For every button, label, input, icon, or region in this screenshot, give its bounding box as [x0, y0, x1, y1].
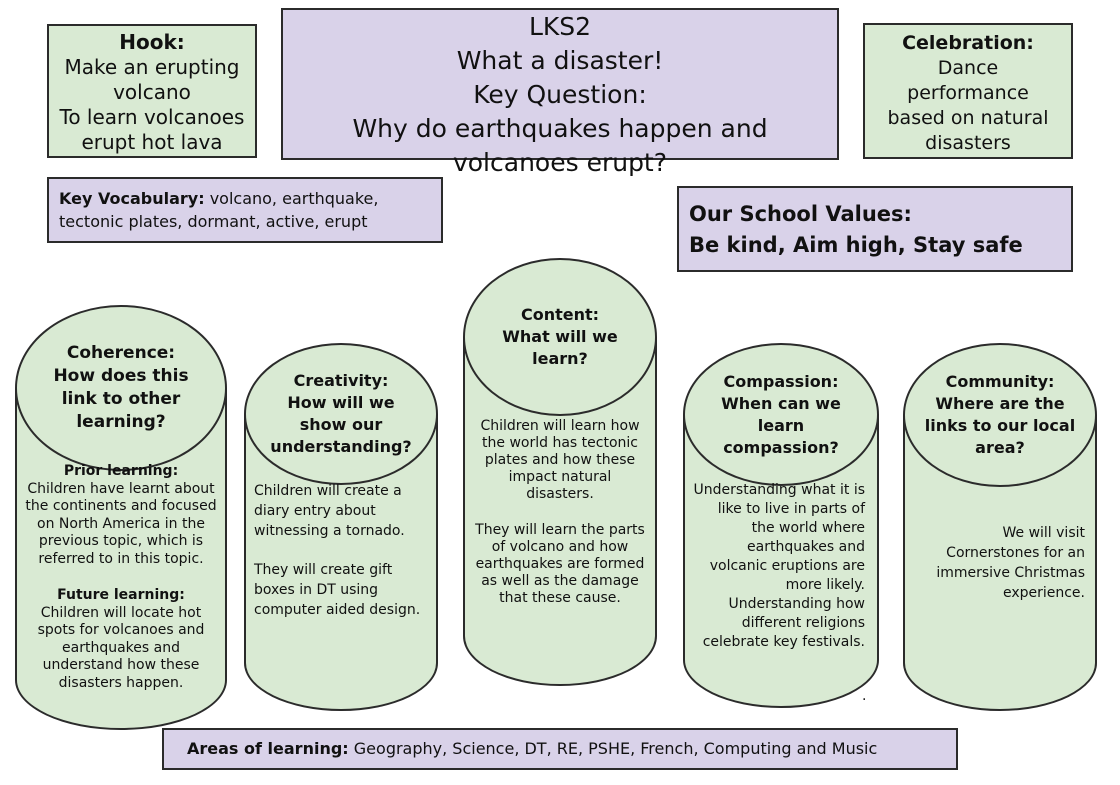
creativity-heading: Creativity: How will we show our underst…	[244, 343, 438, 485]
celebration-line: Dance	[937, 57, 999, 79]
heading-line: compassion?	[723, 437, 839, 457]
compassion-cylinder: Compassion: When can we learn compassion…	[683, 343, 879, 708]
creativity-para: Children will create a diary entry about…	[254, 483, 405, 539]
compassion-text: Understanding what it is like to live in…	[691, 481, 865, 652]
hook-line: erupt hot lava	[81, 130, 223, 154]
hook-label: Hook:	[119, 30, 185, 54]
heading-line: Compassion:	[723, 371, 839, 391]
heading-line: Creativity:	[293, 371, 389, 390]
hook-line: To learn volcanoes	[59, 105, 245, 129]
hook-line: volcano	[113, 80, 191, 104]
areas-label: Areas of learning:	[187, 739, 349, 758]
creativity-para: They will create gift boxes in DT using …	[254, 562, 421, 618]
heading-line: Where are the	[935, 394, 1065, 413]
title-box: LKS2 What a disaster! Key Question: Why …	[281, 8, 839, 177]
content-cylinder: Content: What will we learn? Children wi…	[463, 258, 657, 686]
heading-line: Coherence:	[66, 343, 176, 363]
heading-line: link to other	[61, 389, 181, 409]
prior-learning-label: Prior learning:	[63, 463, 179, 479]
school-values-label: Our School Values:	[689, 202, 912, 226]
content-heading: Content: What will we learn?	[463, 258, 657, 416]
key-question-line: Why do earthquakes happen and	[352, 114, 768, 143]
future-learning-label: Future learning:	[57, 587, 185, 603]
hook-box: Hook: Make an erupting volcano To learn …	[47, 24, 257, 158]
year-group: LKS2	[528, 12, 592, 41]
vocabulary-box: Key Vocabulary: volcano, earthquake, tec…	[47, 177, 443, 243]
heading-line: show our	[299, 415, 383, 434]
topic-title: What a disaster!	[456, 46, 664, 75]
compassion-para: Understanding how different religions ce…	[702, 596, 865, 650]
coherence-heading: Coherence: How does this link to other l…	[15, 305, 227, 471]
celebration-line: performance	[907, 82, 1029, 104]
coherence-cylinder: Coherence: How does this link to other l…	[15, 305, 227, 730]
key-question-label: Key Question:	[473, 80, 647, 109]
celebration-line: based on natural	[887, 107, 1049, 129]
heading-line: links to our local	[924, 416, 1076, 435]
community-para: We will visit Cornerstones for an immers…	[936, 525, 1085, 601]
creativity-text: Children will create a diary entry about…	[254, 481, 428, 620]
areas-of-learning-box: Areas of learning: Geography, Science, D…	[162, 728, 958, 770]
vocabulary-text: volcano, earthquake, tectonic plates, do…	[59, 189, 379, 231]
compassion-para: Understanding what it is like to live in…	[693, 482, 865, 593]
compassion-heading: Compassion: When can we learn compassion…	[683, 343, 879, 486]
celebration-box: Celebration: Dance performance based on …	[863, 23, 1073, 159]
celebration-line: disasters	[925, 132, 1011, 154]
content-para: Children will learn how the world has te…	[480, 418, 640, 502]
celebration-label: Celebration:	[902, 32, 1034, 54]
heading-line: Content:	[520, 305, 600, 324]
heading-line: How does this	[53, 366, 189, 386]
community-heading: Community: Where are the links to our lo…	[903, 343, 1097, 487]
content-para: They will learn the parts of volcano and…	[475, 522, 645, 606]
community-cylinder: Community: Where are the links to our lo…	[903, 343, 1097, 711]
school-values-box: Our School Values: Be kind, Aim high, St…	[677, 186, 1073, 272]
future-learning-text: Children will locate hot spots for volca…	[37, 604, 205, 691]
heading-line: understanding?	[270, 437, 412, 456]
key-question-line: volcanoes erupt?	[452, 148, 668, 177]
heading-line: learn?	[532, 349, 588, 368]
school-values-text: Be kind, Aim high, Stay safe	[689, 233, 1023, 257]
vocabulary-label: Key Vocabulary:	[59, 189, 205, 208]
heading-line: learn	[757, 415, 805, 435]
prior-learning-text: Children have learnt about the continent…	[25, 480, 217, 567]
heading-line: How will we	[287, 393, 395, 412]
areas-text: Geography, Science, DT, RE, PSHE, French…	[353, 739, 878, 758]
hook-line: Make an erupting	[64, 55, 240, 79]
community-text: We will visit Cornerstones for an immers…	[913, 523, 1085, 603]
heading-line: Community:	[945, 372, 1055, 391]
heading-line: What will we	[502, 327, 618, 346]
heading-line: learning?	[76, 412, 166, 432]
content-text: Children will learn how the world has te…	[473, 418, 647, 607]
stray-dot: .	[862, 688, 867, 704]
creativity-cylinder: Creativity: How will we show our underst…	[244, 343, 438, 711]
heading-line: area?	[975, 438, 1025, 457]
coherence-text: Prior learning: Children have learnt abo…	[25, 463, 217, 692]
heading-line: When can we	[721, 393, 841, 413]
